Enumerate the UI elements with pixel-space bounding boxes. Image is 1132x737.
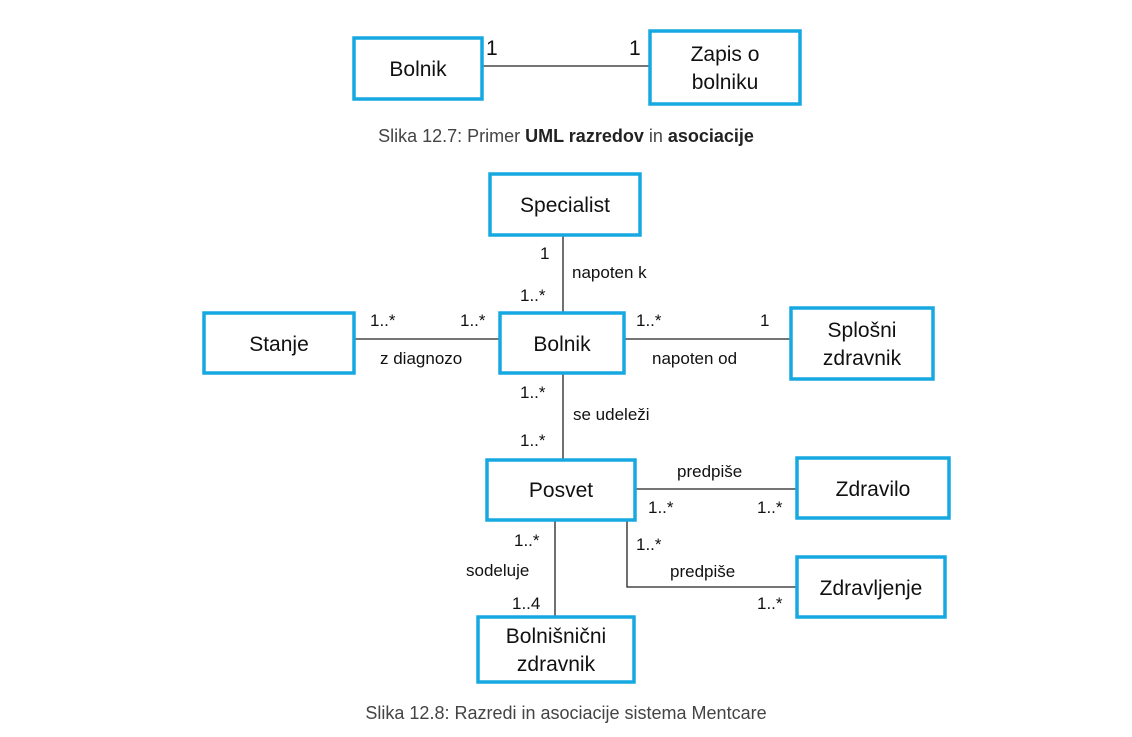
association-posvet-zdravljenje xyxy=(626,520,797,588)
class-zdravljenje-label: Zdravljenje xyxy=(820,577,923,600)
class-bolnisnicni-label-line2: zdravnik xyxy=(517,653,596,676)
mult-zdravljenje: 1..* xyxy=(757,594,783,613)
caption-12-7-prefix: Slika 12.7: Primer xyxy=(378,126,526,146)
mult-splosni: 1 xyxy=(760,311,769,330)
class-specialist-label: Specialist xyxy=(520,194,610,217)
class-zapis-label-line2: bolniku xyxy=(692,71,759,94)
mult-bolnik-posvet: 1..* xyxy=(520,383,546,402)
class-zdravljenje: Zdravljenje xyxy=(795,555,947,619)
mult-posvet-bolnisnicni: 1..* xyxy=(514,531,540,550)
class-posvet: Posvet xyxy=(485,458,637,522)
mult-zdravilo: 1..* xyxy=(757,498,783,517)
assoc-label-napoten-k: napoten k xyxy=(572,263,647,282)
assoc-label-se-udelezi: se udeleži xyxy=(573,405,650,424)
mult-bolnisnicni: 1..4 xyxy=(512,594,540,613)
mult-posvet-zdravilo: 1..* xyxy=(648,498,674,517)
assoc-label-napoten-od: napoten od xyxy=(652,349,737,368)
class-zdravilo-label: Zdravilo xyxy=(836,478,911,501)
class-bolnisnicni-zdravnik: Bolnišnični zdravnik xyxy=(476,615,636,684)
mult-stanje: 1..* xyxy=(370,311,396,330)
class-zdravilo: Zdravilo xyxy=(795,456,951,520)
class-splosni-label-line1: Splošni xyxy=(828,319,897,342)
class-bolnik-fig1-label: Bolnik xyxy=(389,58,447,81)
class-splosni-zdravnik: Splošni zdravnik xyxy=(789,306,935,381)
class-stanje: Stanje xyxy=(202,311,356,375)
class-bolnik: Bolnik xyxy=(498,311,626,375)
figure-12-8: Specialist Stanje Bolnik Splošni zdravni… xyxy=(202,172,951,684)
mult-bolnik-stanje: 1..* xyxy=(460,311,486,330)
assoc-label-sodeluje: sodeluje xyxy=(466,561,529,580)
caption-12-7-bold-asociacije: asociacije xyxy=(667,126,754,146)
assoc-label-z-diagnozo: z diagnozo xyxy=(380,349,462,368)
caption-figure-12-7: Slika 12.7: Primer UML razredov in asoci… xyxy=(0,126,1132,147)
assoc-label-predpise-zdravilo: predpiše xyxy=(677,462,742,481)
class-bolnisnicni-label-line1: Bolnišnični xyxy=(506,625,606,648)
class-zapis-o-bolniku: Zapis o bolniku xyxy=(648,29,802,106)
mult-bolnik-zapis-left: 1 xyxy=(486,37,498,60)
caption-figure-12-8: Slika 12.8: Razredi in asociacije sistem… xyxy=(365,703,767,723)
class-splosni-label-line2: zdravnik xyxy=(823,347,902,370)
class-posvet-label: Posvet xyxy=(529,479,593,502)
caption-12-7-mid: in xyxy=(643,126,668,146)
assoc-label-predpise-zdravljenje: predpiše xyxy=(670,562,735,581)
mult-posvet-zdravljenje: 1..* xyxy=(636,535,662,554)
class-specialist: Specialist xyxy=(488,172,642,237)
mult-bolnik-specialist: 1..* xyxy=(520,286,546,305)
figure-12-7: 1 1 Bolnik Zapis o bolniku xyxy=(352,29,802,106)
class-stanje-label: Stanje xyxy=(249,333,309,356)
caption-12-7-bold-uml: UML razredov xyxy=(525,126,644,146)
mult-posvet-bolnik: 1..* xyxy=(520,431,546,450)
class-bolnik-fig1: Bolnik xyxy=(352,36,484,101)
class-bolnik-label: Bolnik xyxy=(533,333,591,356)
mult-specialist: 1 xyxy=(540,244,549,263)
mult-bolnik-zapis-right: 1 xyxy=(629,37,641,60)
class-zapis-label-line1: Zapis o xyxy=(691,43,760,66)
mult-bolnik-splosni: 1..* xyxy=(636,311,662,330)
